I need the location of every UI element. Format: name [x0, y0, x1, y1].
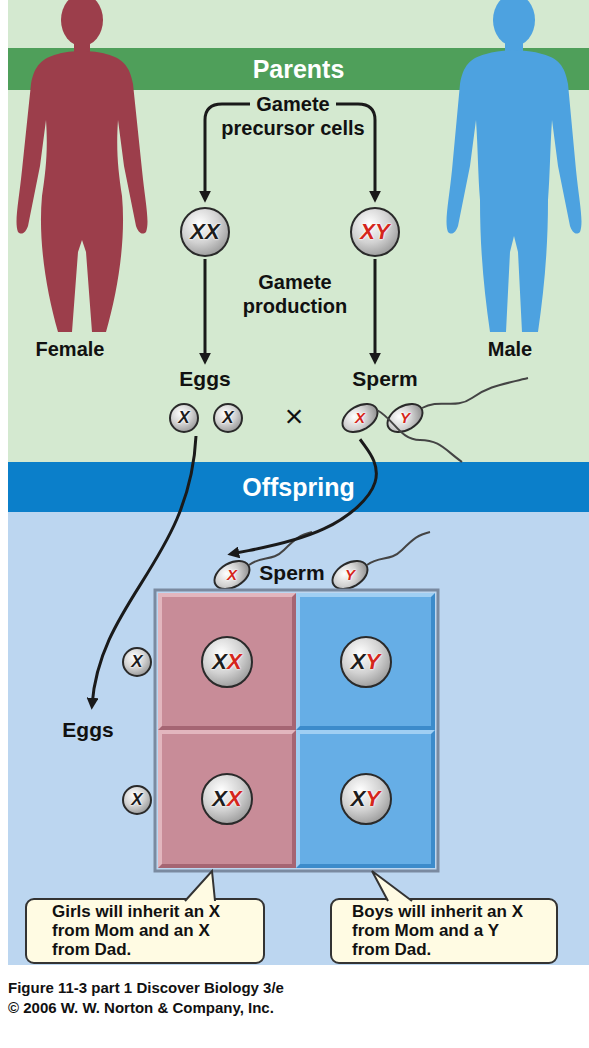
egg-cell: X [169, 403, 199, 433]
genotype-circle: XX [180, 207, 230, 257]
silhouette-head [61, 0, 103, 46]
chromosome-label: X [124, 787, 150, 813]
egg-cell: X [213, 403, 243, 433]
chromosome-label: X [215, 405, 241, 431]
sperm-cell: X [208, 554, 256, 597]
genotype-circle: XY [350, 207, 400, 257]
parent-label: Male [455, 337, 565, 361]
silhouette-body [447, 50, 582, 332]
sperm-cell: X [336, 397, 384, 440]
genotype-label: XY [340, 636, 392, 688]
gamete-label: Sperm [247, 561, 337, 585]
genotype-label: XX [201, 636, 253, 688]
sperm-tail [377, 410, 462, 462]
figure-caption: Figure 11-3 part 1 Discover Biology 3/e [8, 979, 284, 996]
silhouette-body [17, 51, 148, 332]
callout-bubble: Girls will inherit an X from Mom and an … [25, 898, 265, 964]
egg-cell: X [122, 647, 152, 677]
punnett-square-cell: XY [296, 593, 435, 730]
sperm-tail [249, 532, 312, 565]
punnett-square-cell: XX [158, 730, 296, 868]
sperm-cell: Y [326, 554, 374, 597]
sperm-cell: Y [381, 397, 429, 440]
female-silhouette [17, 0, 148, 332]
callout-text: Girls will inherit an X from Mom and an … [52, 902, 238, 959]
panel-heading: Offspring [8, 462, 589, 512]
parent-label: Female [15, 337, 125, 361]
silhouette-neck [505, 38, 523, 56]
genotype-label: XY [340, 773, 392, 825]
gamete-label: Eggs [160, 367, 250, 391]
punnett-square-cell: XY [296, 730, 435, 868]
panel-heading: Parents [8, 48, 589, 90]
genotype-label: XX [201, 773, 253, 825]
egg-cell: X [122, 785, 152, 815]
arrows [92, 104, 375, 705]
punnett-frame [155, 590, 438, 871]
generation-panel: ParentsXXXYXXXY [8, 0, 589, 462]
copyright-note: © 2006 W. W. Norton & Company, Inc. [8, 999, 568, 1017]
generation-panel: OffspringXYXXXXXYXXXYGirls will inherit … [8, 462, 589, 965]
chromosome-label: X [214, 564, 250, 586]
gamete-label: Sperm [340, 367, 430, 391]
sperm-tail [367, 532, 430, 565]
gamete-arrow [232, 439, 376, 553]
gamete-production-arrow [204, 259, 207, 360]
silhouette-head [493, 0, 535, 46]
gamete-label: Eggs [43, 718, 133, 742]
chromosome-label: X [171, 405, 197, 431]
gamete-production-arrow [374, 259, 377, 360]
chromosome-label: Y [387, 407, 423, 429]
chromosome-label: Y [332, 564, 368, 586]
chromosome-label: XY [352, 209, 398, 255]
sperm-tail [422, 378, 528, 408]
process-label: Gamete precursor cells [215, 92, 371, 140]
callout-pointer [185, 871, 215, 901]
egg-arrow [92, 436, 196, 705]
precursor-arrow [336, 104, 375, 198]
chromosome-label: XX [182, 209, 228, 255]
cross-symbol: × [274, 398, 314, 434]
chromosome-label: X [342, 407, 378, 429]
precursor-arrow [205, 104, 250, 198]
process-label: Gamete production [217, 270, 373, 318]
callout-text: Boys will inherit an X from Mom and a Y … [352, 902, 536, 959]
sperm-tails [249, 378, 528, 565]
punnett-square-cell: XX [158, 593, 296, 730]
callout-pointer [372, 871, 412, 901]
silhouette-neck [74, 38, 90, 56]
male-silhouette [447, 0, 582, 332]
callout-bubble: Boys will inherit an X from Mom and a Y … [330, 898, 558, 964]
chromosome-label: X [124, 649, 150, 675]
